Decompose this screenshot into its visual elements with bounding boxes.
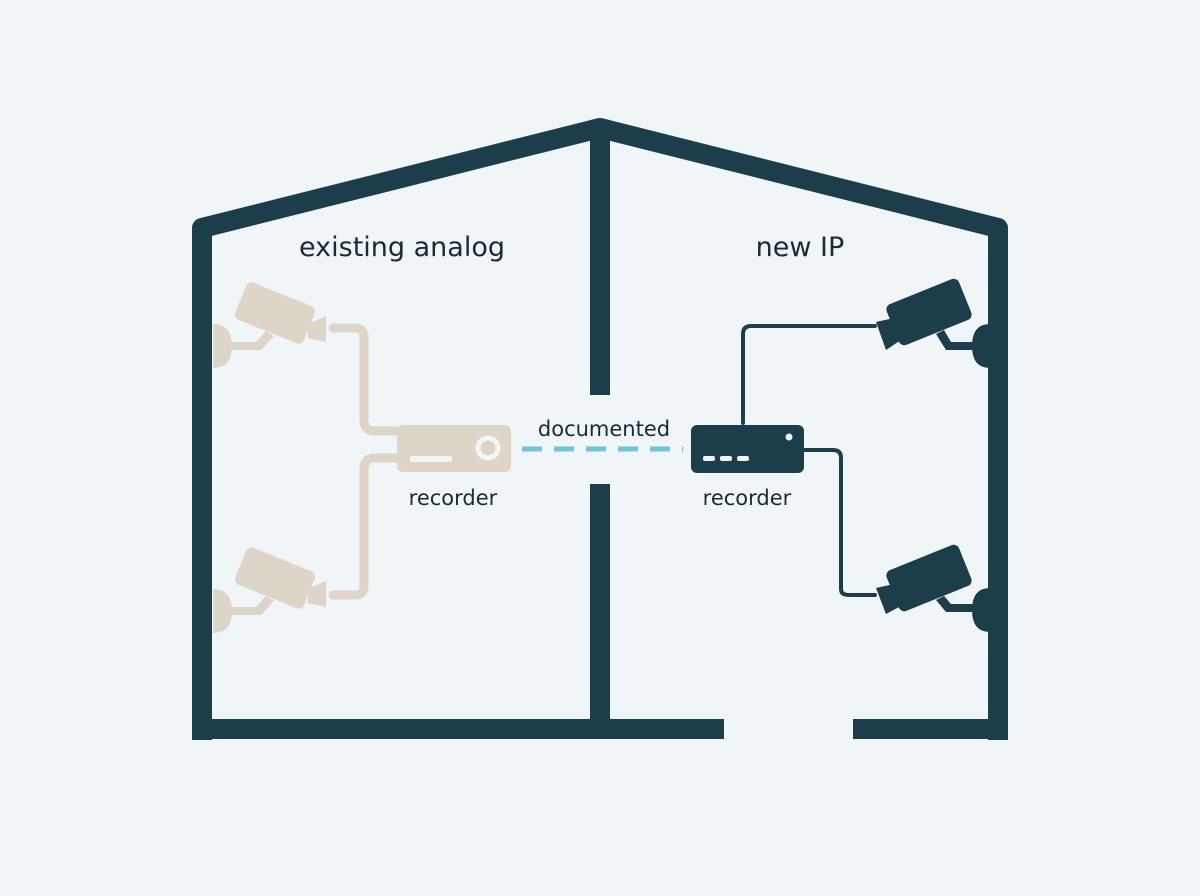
- recorder-indicator: [720, 456, 732, 461]
- ip-camera-top: [876, 278, 990, 368]
- recorder-icon: [397, 425, 511, 472]
- camera-wall-bracket: [213, 589, 232, 633]
- cctv-camera-icon: [886, 278, 972, 346]
- camera-lens-icon: [876, 584, 901, 614]
- right-zone-label: new IP: [756, 232, 845, 263]
- cctv-camera-icon: [235, 282, 315, 344]
- left-recorder-label: recorder: [409, 486, 498, 510]
- camera-lens-icon: [308, 581, 326, 607]
- cctv-camera-icon: [886, 544, 972, 612]
- ip-recorder: [691, 425, 804, 473]
- right-recorder-label: recorder: [703, 486, 792, 510]
- building-outline: [192, 118, 1008, 740]
- recorder-indicator: [737, 456, 749, 461]
- ip-cable-bottom: [803, 448, 877, 597]
- analog-cable-top: [328, 323, 403, 436]
- ip-cable-top: [741, 324, 877, 425]
- recorder-power-led-icon: [785, 433, 793, 441]
- analog-camera-bottom: [213, 547, 326, 633]
- left-zone-label: existing analog: [299, 232, 505, 263]
- analog-recorder: [397, 425, 511, 472]
- recorder-dial-icon: [475, 435, 501, 461]
- recorder-icon: [691, 425, 804, 473]
- camera-wall-bracket: [213, 324, 232, 368]
- camera-lens-icon: [876, 318, 901, 350]
- documented-link-label: documented: [538, 417, 670, 441]
- camera-wall-bracket: [972, 588, 990, 632]
- recorder-indicator: [703, 456, 715, 461]
- analog-cable-bottom: [328, 453, 403, 600]
- analog-cabling: [328, 323, 403, 600]
- recorder-slot: [410, 456, 452, 462]
- ip-cabling: [741, 324, 877, 597]
- camera-lens-icon: [308, 316, 326, 342]
- analog-camera-top: [213, 282, 326, 368]
- ip-camera-bottom: [876, 544, 990, 632]
- cctv-camera-icon: [235, 547, 315, 609]
- camera-wall-bracket: [972, 324, 990, 368]
